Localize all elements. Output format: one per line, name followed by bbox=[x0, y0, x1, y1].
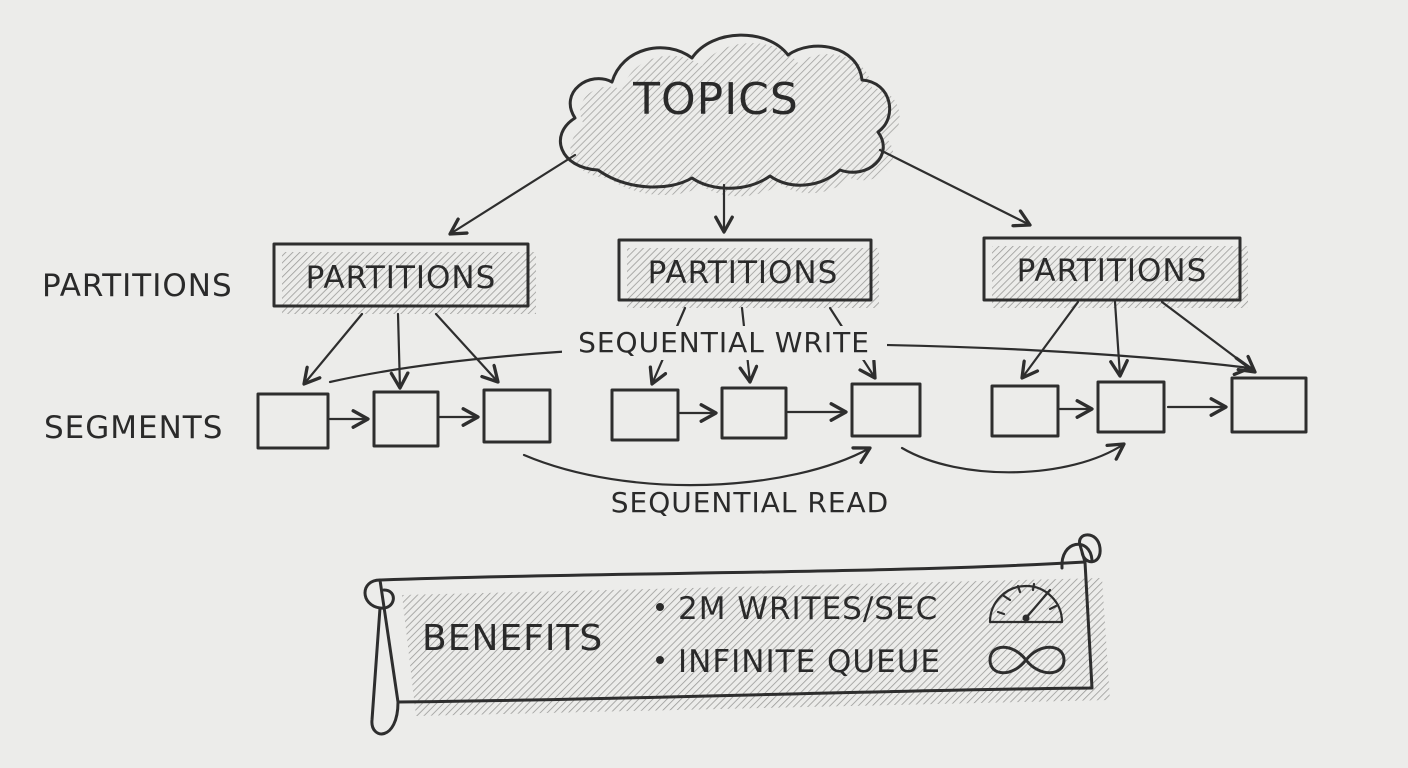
segments bbox=[256, 376, 1308, 450]
partition-label-3: PARTITIONS bbox=[1017, 253, 1208, 289]
benefits-scroll: BENEFITS 2M WRITES/SEC INFINITE QUEUE bbox=[363, 533, 1110, 736]
partition-box-2: PARTITIONS bbox=[617, 238, 879, 308]
speedometer-icon bbox=[988, 582, 1064, 624]
benefit-item-1: 2M WRITES/SEC bbox=[678, 591, 938, 627]
segments-row-label: SEGMENTS bbox=[44, 410, 223, 446]
segment bbox=[850, 382, 922, 438]
segment bbox=[1096, 380, 1166, 434]
benefits-title: BENEFITS bbox=[422, 618, 603, 659]
partition-box-3: PARTITIONS bbox=[982, 236, 1248, 308]
topic-arrows bbox=[448, 148, 1032, 236]
partition-box-1: PARTITIONS bbox=[272, 242, 536, 314]
infinity-icon bbox=[988, 645, 1066, 675]
segment bbox=[610, 388, 680, 442]
partition-label-1: PARTITIONS bbox=[306, 260, 497, 296]
sequential-write-label: SEQUENTIAL WRITE bbox=[578, 326, 870, 359]
sequential-read-arcs bbox=[522, 442, 1126, 487]
segment bbox=[482, 388, 552, 444]
benefit-item-2: INFINITE QUEUE bbox=[678, 644, 941, 680]
topics-cloud: TOPICS bbox=[558, 33, 900, 197]
topics-label: TOPICS bbox=[632, 74, 799, 125]
segment bbox=[1230, 376, 1308, 434]
segment bbox=[990, 384, 1060, 438]
segment bbox=[256, 392, 330, 450]
segment bbox=[720, 386, 788, 440]
segment bbox=[372, 390, 440, 448]
partitions-row-label: PARTITIONS bbox=[42, 268, 233, 304]
partition-label-2: PARTITIONS bbox=[648, 255, 839, 291]
sequential-read-label: SEQUENTIAL READ bbox=[611, 486, 890, 519]
